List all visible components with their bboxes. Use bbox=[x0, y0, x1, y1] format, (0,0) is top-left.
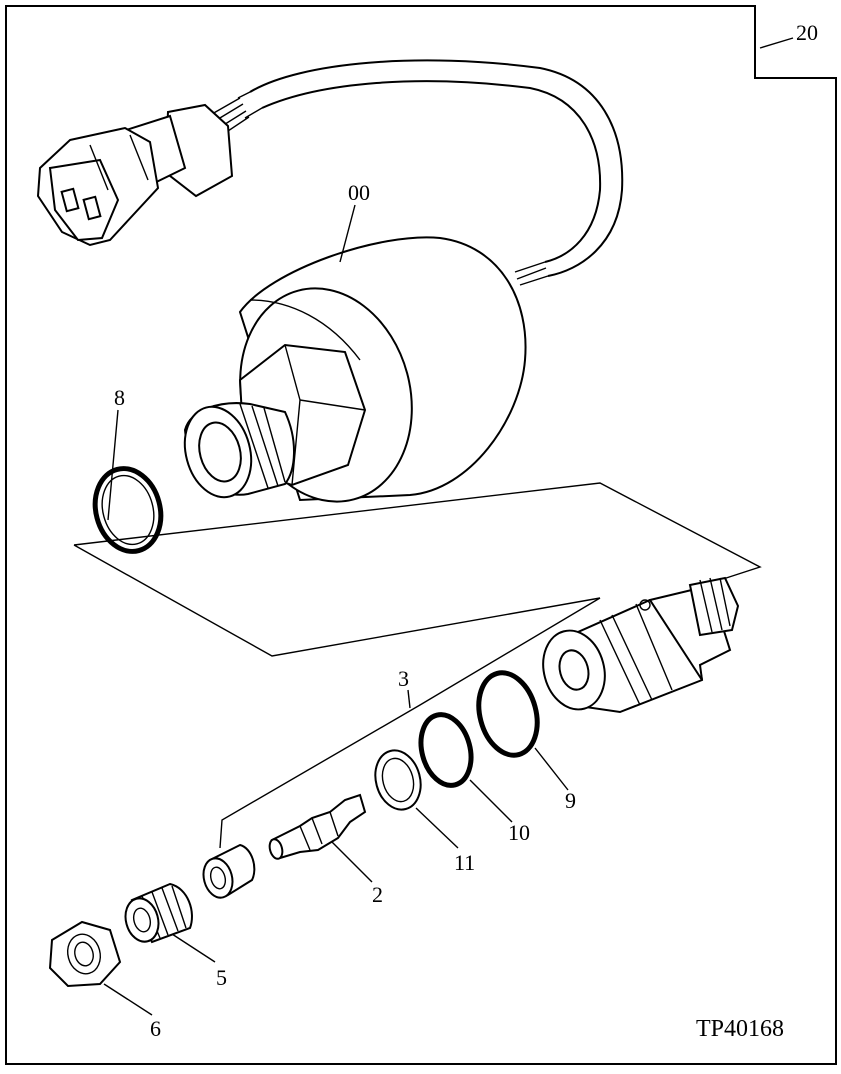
threaded-sleeve: 5 bbox=[124, 882, 227, 990]
callout-sleeve: 5 bbox=[216, 965, 227, 990]
pressure-sensor-assembly: 00 bbox=[36, 59, 624, 503]
callout-nut: 6 bbox=[150, 1016, 161, 1041]
page-number: 20 bbox=[796, 20, 818, 45]
poppet: 2 bbox=[268, 793, 383, 907]
o-ring-small: 10 bbox=[418, 712, 530, 845]
backup-washer: 11 bbox=[374, 749, 475, 875]
gasket-ring: 8 bbox=[92, 385, 164, 554]
explode-bracket bbox=[73, 482, 762, 657]
sleeve-cap bbox=[202, 843, 256, 899]
o-ring-large: 9 bbox=[476, 670, 576, 813]
callout-oring-small: 10 bbox=[508, 820, 530, 845]
page-frame bbox=[5, 5, 837, 1065]
figure-id: TP40168 bbox=[696, 1016, 784, 1042]
callout-valve: 3 bbox=[398, 666, 409, 691]
callout-sensor: 00 bbox=[348, 180, 370, 205]
callout-washer: 11 bbox=[454, 850, 475, 875]
hex-nut: 6 bbox=[48, 920, 161, 1041]
valve-cartridge: 3 bbox=[219, 576, 740, 849]
callout-poppet: 2 bbox=[372, 882, 383, 907]
callout-oring-large: 9 bbox=[565, 788, 576, 813]
callout-gasket: 8 bbox=[114, 385, 125, 410]
